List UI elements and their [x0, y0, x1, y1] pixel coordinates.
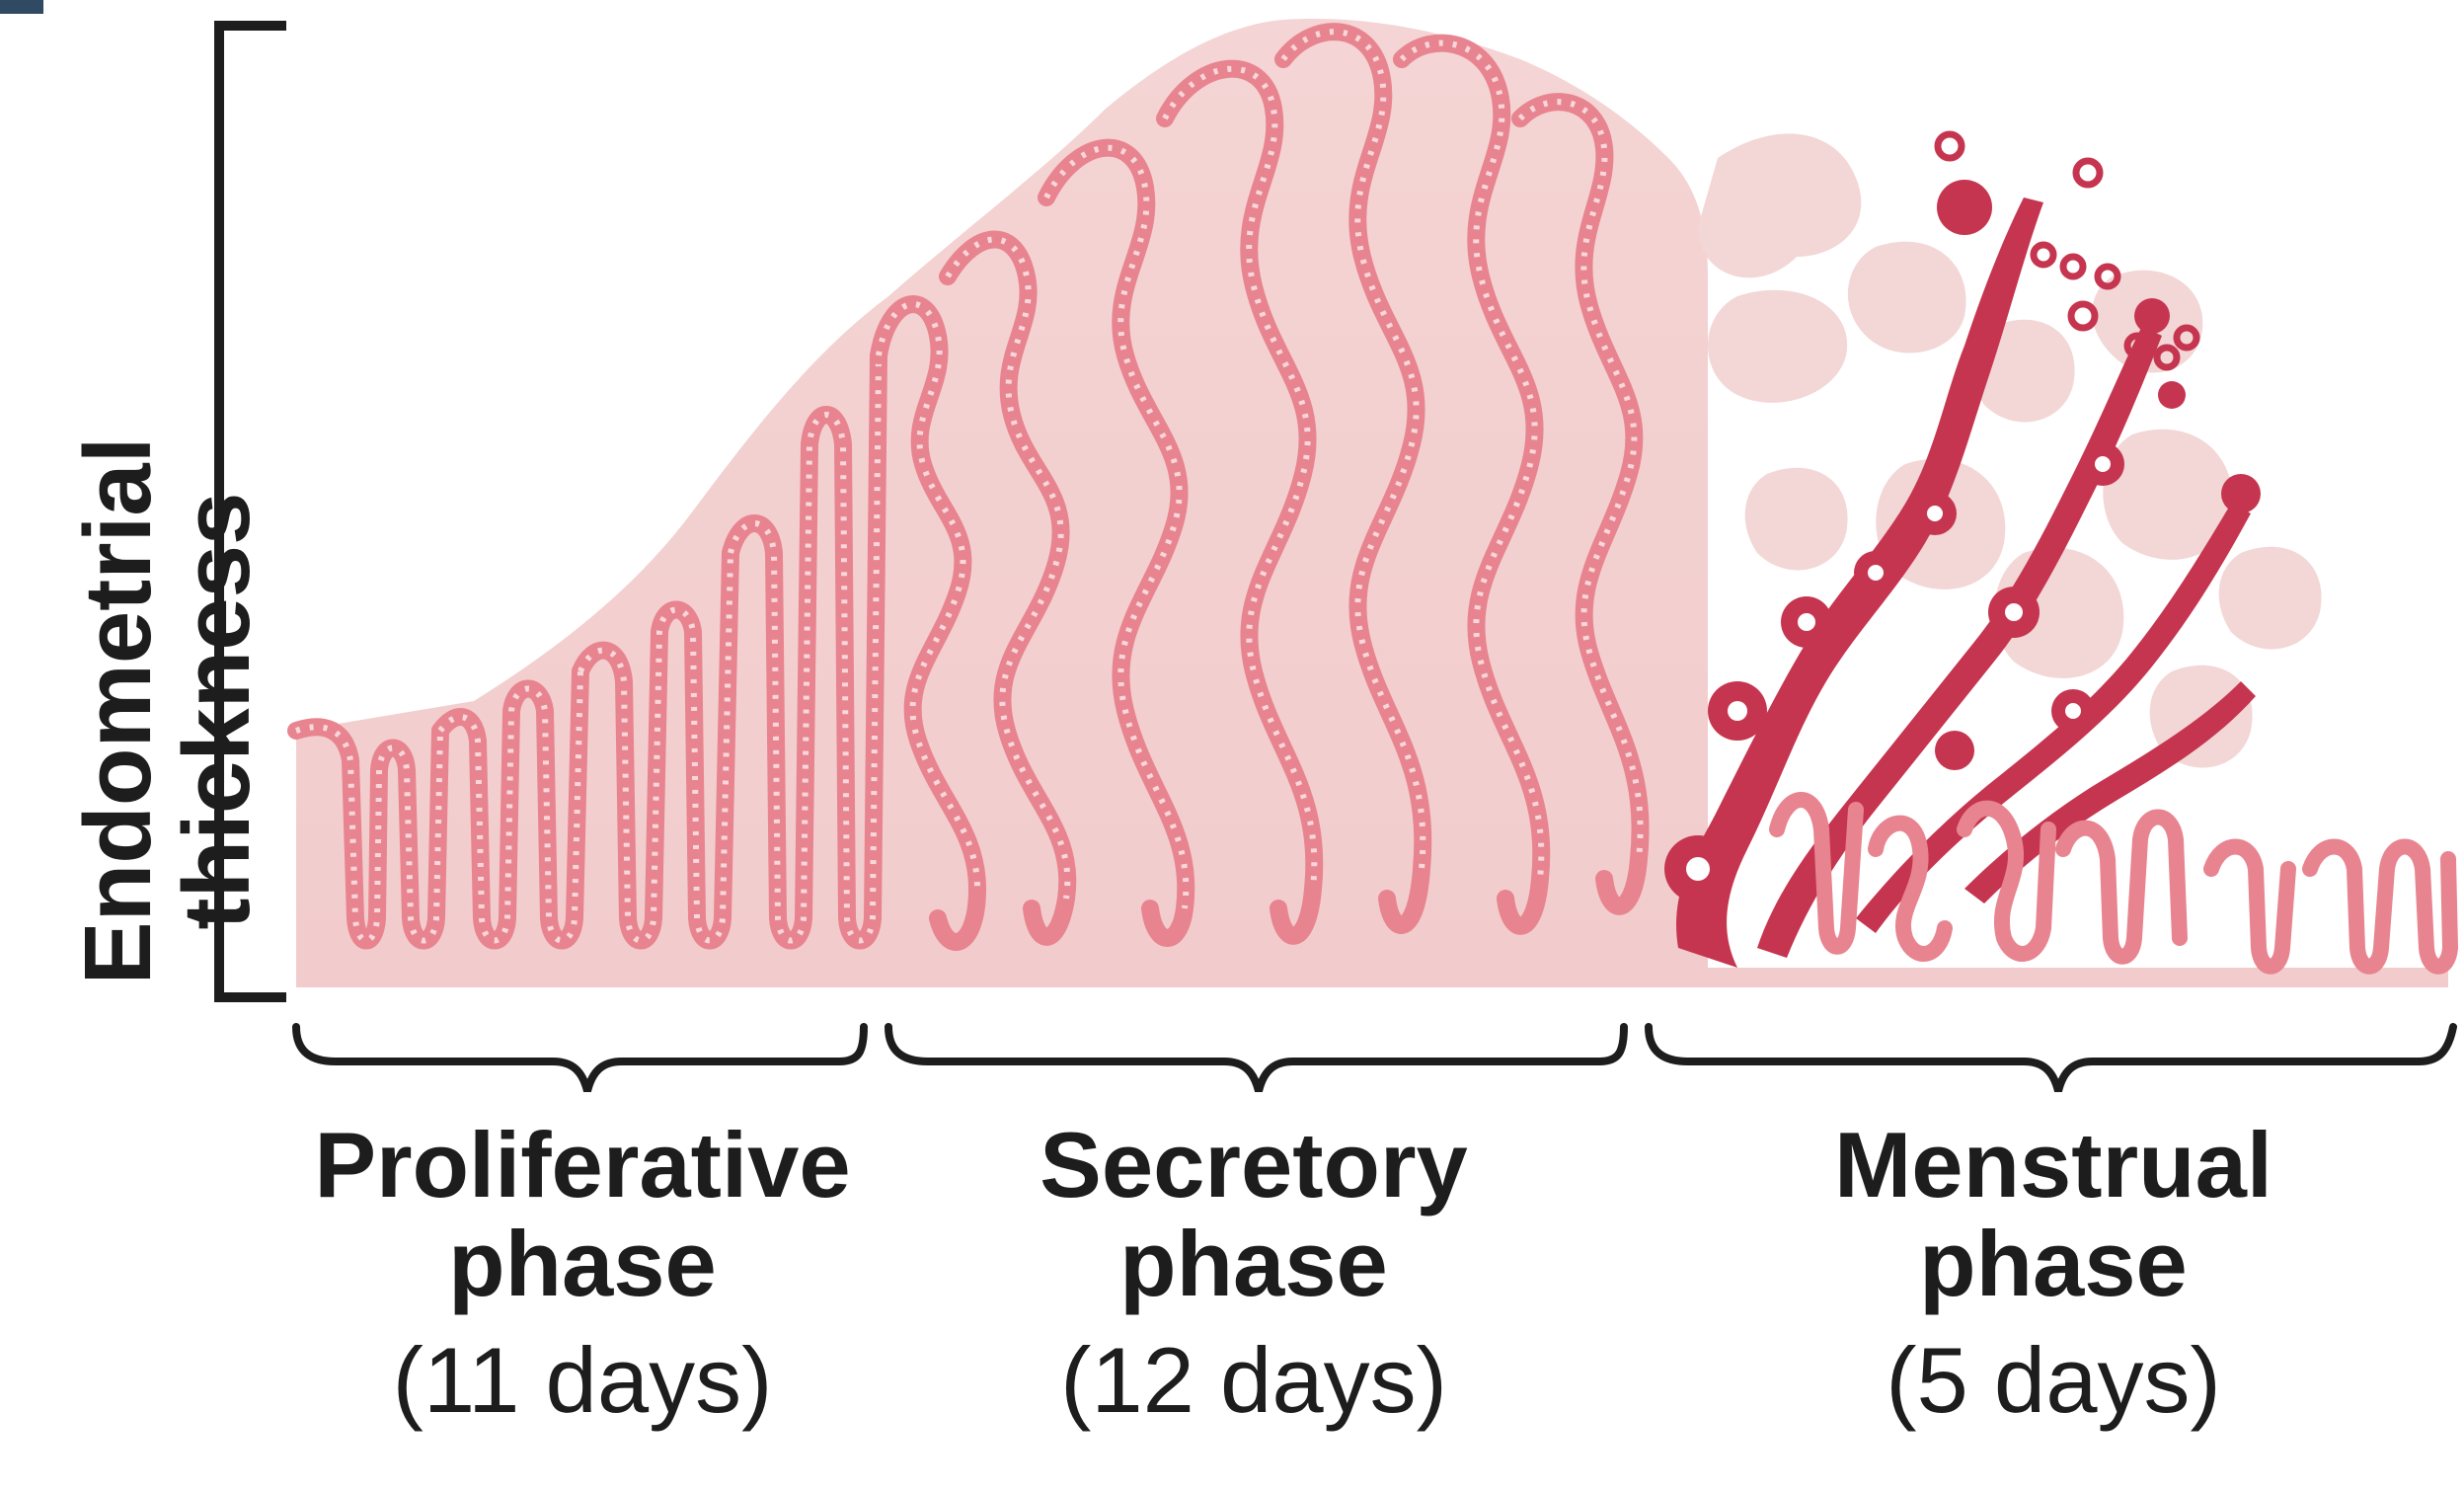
endometrial-thickness-label: Endometrial thickness — [65, 267, 270, 1155]
shed-cells — [1934, 130, 2200, 371]
phase-duration: (12 days) — [1060, 1328, 1447, 1432]
phase-duration: (5 days) — [1886, 1328, 2221, 1432]
phase-word: phase — [1919, 1212, 2188, 1315]
phase-duration: (11 days) — [392, 1328, 773, 1432]
phase-name: Menstrual — [1834, 1113, 2272, 1216]
phase-name: Proliferative — [314, 1113, 851, 1216]
phase-name: Secretory — [1040, 1113, 1468, 1216]
thickness-bracket — [214, 21, 286, 1002]
proliferative-phase-label: Proliferative phase (11 days) — [207, 1116, 958, 1430]
phase-word: phase — [448, 1212, 717, 1315]
menstrual-phase-label: Menstrual phase (5 days) — [1678, 1116, 2428, 1430]
brace-proliferative — [292, 1023, 868, 1093]
phase-braces — [292, 1023, 2457, 1093]
secretory-gland-dots — [876, 29, 1644, 909]
brace-menstrual — [1645, 1023, 2457, 1093]
corner-tab — [0, 0, 43, 14]
brace-secretory — [885, 1023, 1628, 1093]
y-label-line1: Endometrial — [65, 436, 171, 985]
basal-glands — [1769, 792, 2459, 975]
menstrual-blood — [1664, 180, 2261, 968]
menstrual-vessel-holes — [1686, 456, 2111, 881]
proliferative-gland-dots — [295, 354, 882, 944]
secretory-phase-label: Secretory phase (12 days) — [879, 1116, 1629, 1430]
y-label-line2: thickness — [164, 492, 270, 930]
endometrium-tissue — [296, 19, 2448, 988]
phase-word: phase — [1119, 1212, 1388, 1315]
